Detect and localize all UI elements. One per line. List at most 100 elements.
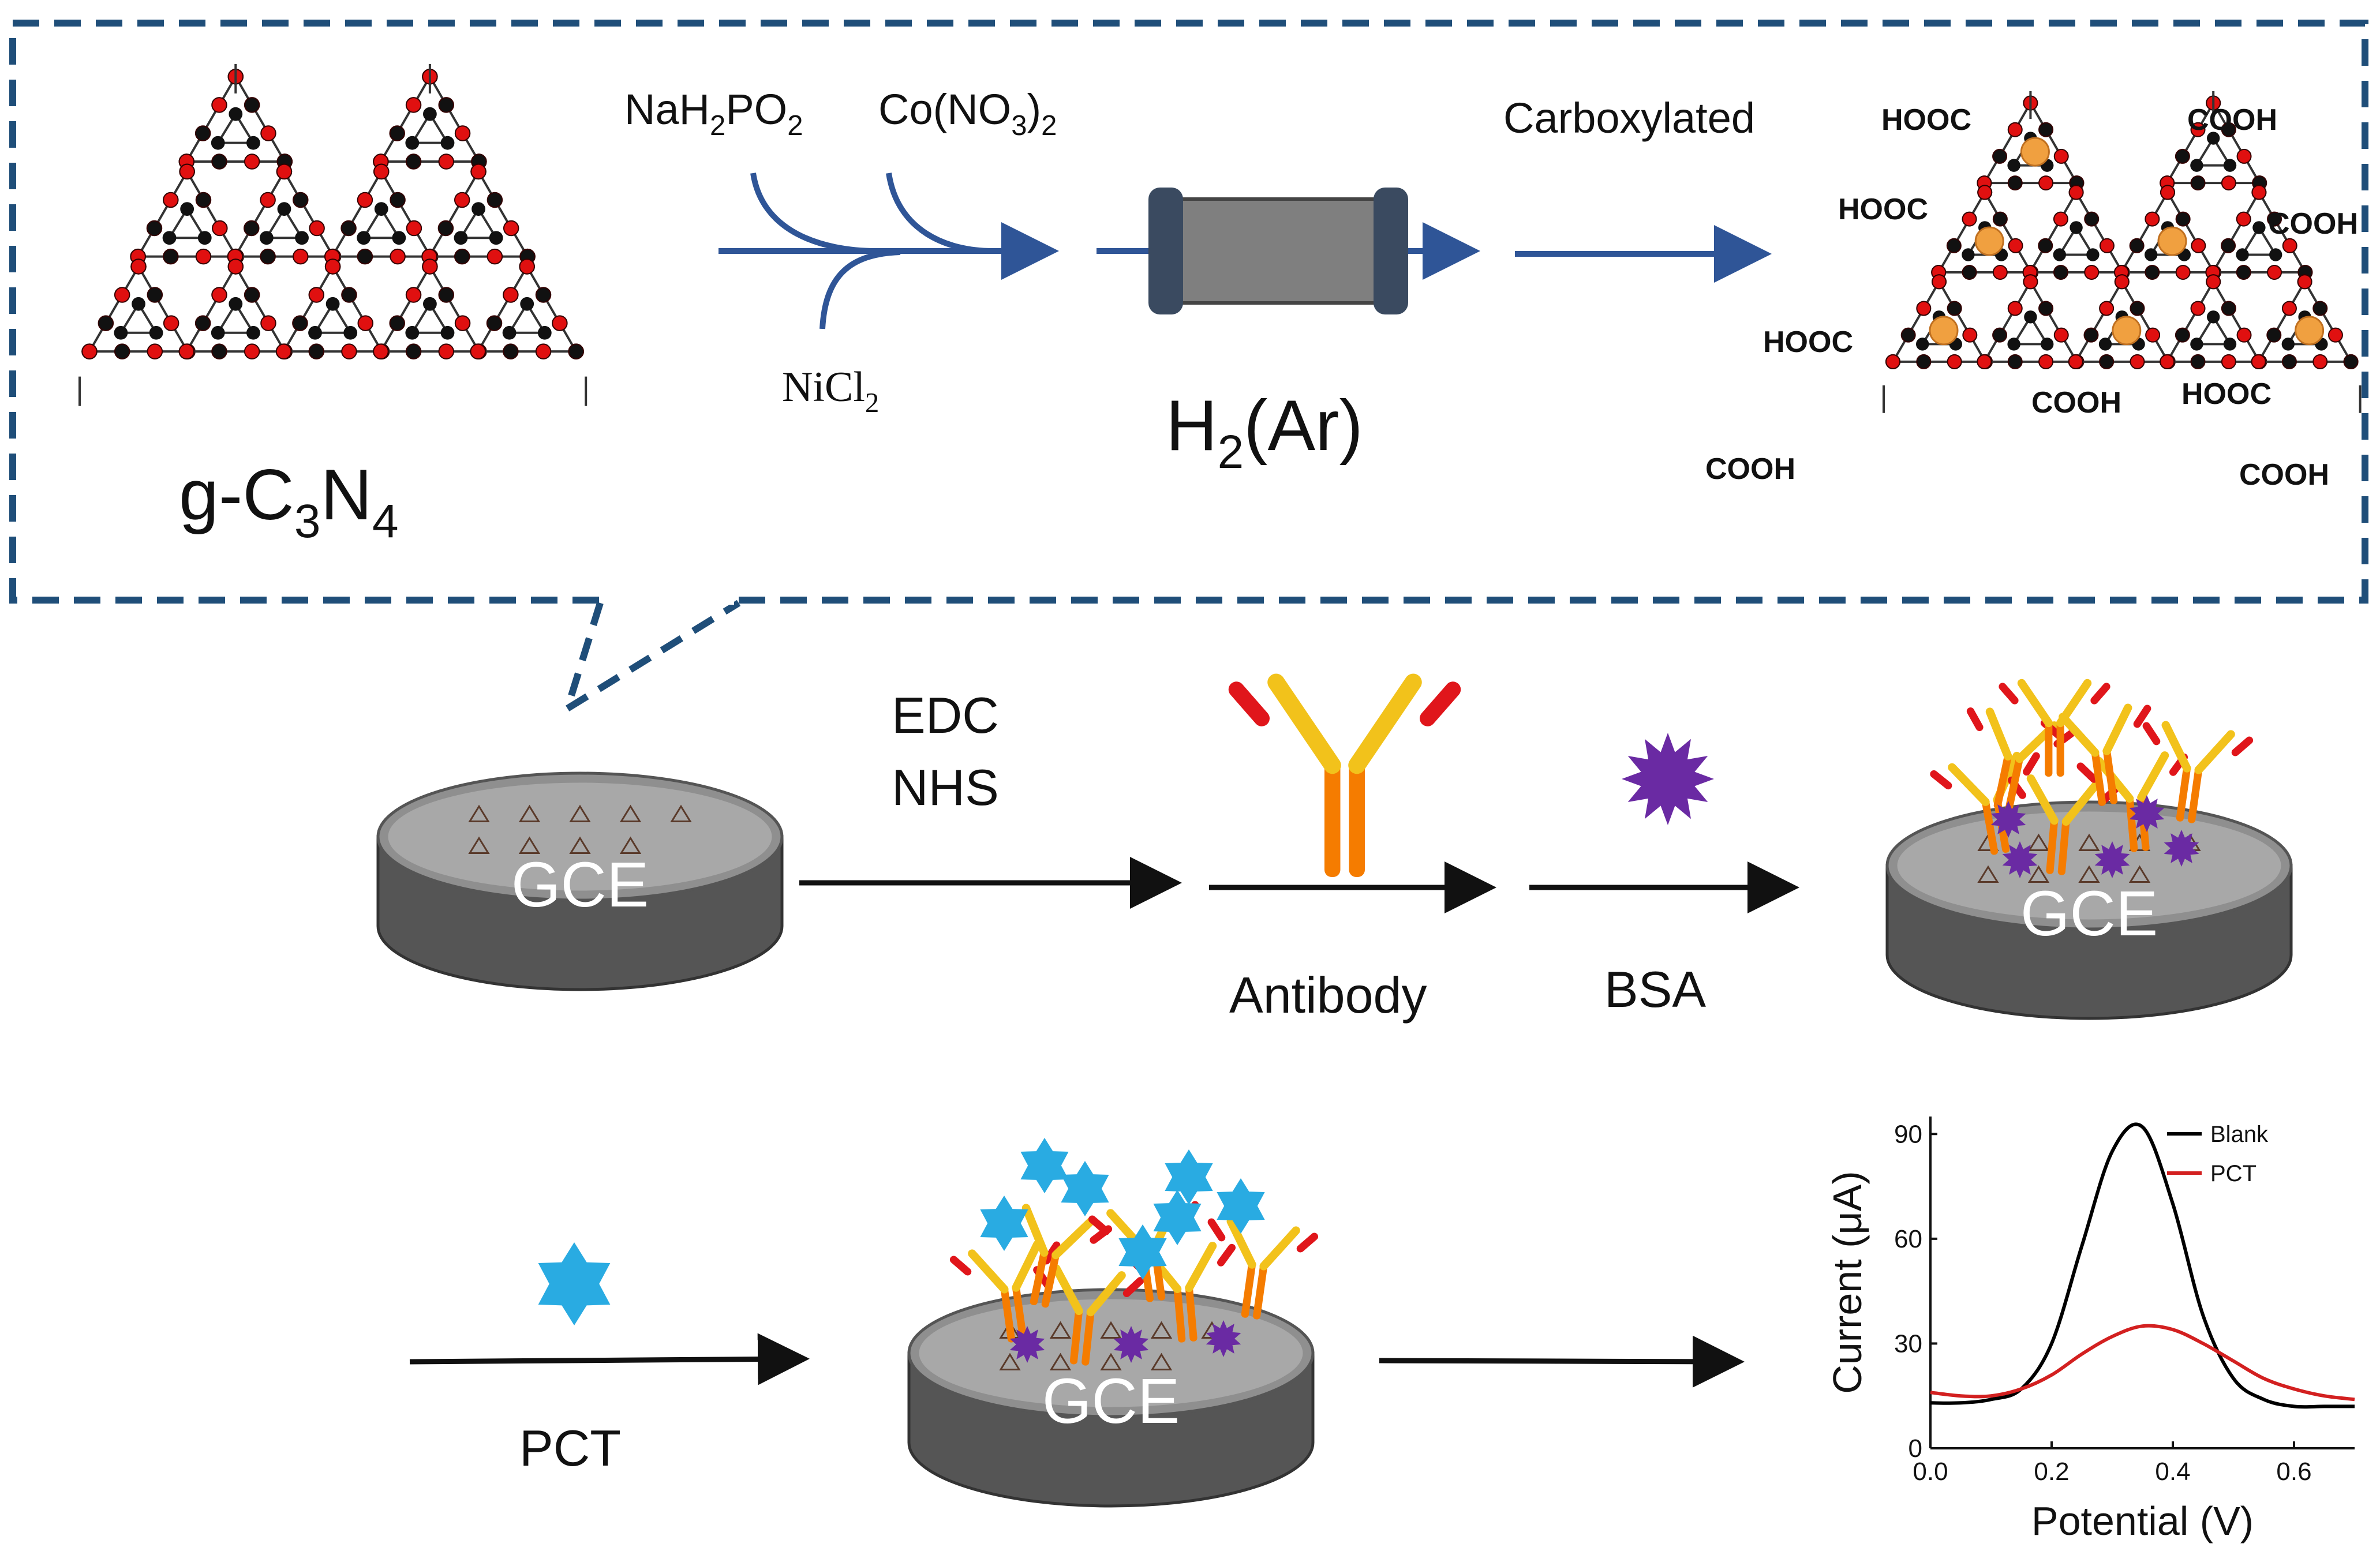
nitrogen-atom xyxy=(293,248,309,265)
antibody xyxy=(2007,774,2119,875)
nitrogen-atom xyxy=(2053,148,2069,164)
nitrogen-atom xyxy=(2114,274,2130,290)
surface-network xyxy=(1100,1321,1122,1339)
y-tick-label: 0 xyxy=(1909,1434,1922,1463)
nitrogen-atom xyxy=(373,163,390,180)
antibody-arm xyxy=(1021,1204,1049,1257)
nitrogen-atom xyxy=(2038,354,2054,369)
antibody-heavy-chain xyxy=(1030,1250,1048,1306)
antibody-arm xyxy=(1948,763,1990,806)
metal-phosphide-particle xyxy=(1974,226,2004,256)
nitrogen-atom xyxy=(2008,238,2023,253)
pct-arrow xyxy=(409,1333,810,1385)
bsa-protein xyxy=(2129,795,2165,832)
antibody-heavy-chain xyxy=(1041,1253,1060,1308)
antibody-arm xyxy=(1052,1264,1083,1316)
surface-network xyxy=(2027,833,2050,851)
carbon-atom xyxy=(293,192,309,208)
carbon-atom xyxy=(2070,221,2083,234)
nitrogen-atom xyxy=(244,343,260,359)
nitrogen-atom xyxy=(1932,274,1947,290)
nitrogen-atom xyxy=(244,153,260,170)
bsa-protein xyxy=(1990,801,2026,838)
antibody-heavy-chain xyxy=(2176,766,2191,822)
carbon-atom xyxy=(211,325,225,340)
pct-label: PCT xyxy=(519,1419,621,1477)
carbon-atom xyxy=(2223,159,2237,172)
x-tick-label: 0.6 xyxy=(2276,1458,2311,1486)
series-line-pct xyxy=(1930,1324,2355,1402)
nitrogen-atom xyxy=(2007,301,2023,316)
carbon-atom xyxy=(244,287,260,303)
carbon-atom xyxy=(537,325,552,340)
surface-network xyxy=(1100,1353,1122,1370)
carbon-atom xyxy=(2038,301,2054,316)
carbon-atom xyxy=(162,231,177,245)
carbon-atom xyxy=(163,248,179,265)
metal-phosphide-particle xyxy=(2112,316,2142,346)
carbon-atom xyxy=(486,315,503,331)
pct-antigen xyxy=(1061,1161,1109,1216)
nitrogen-atom xyxy=(2312,354,2328,369)
pct-antigen xyxy=(980,1196,1028,1251)
surface-network xyxy=(569,804,591,822)
nitrogen-atom xyxy=(2236,211,2251,227)
nitrogen-atom xyxy=(357,192,373,208)
y-tick-label: 60 xyxy=(1894,1225,1922,1253)
carbon-atom xyxy=(1992,327,2008,343)
carboxylated-label: Carboxylated xyxy=(1503,94,1755,142)
antibody-light-chain xyxy=(2231,736,2254,756)
label-part-sub2: 4 xyxy=(372,495,399,548)
x-tick-label: 0.2 xyxy=(2034,1458,2069,1486)
surface-network xyxy=(1150,1353,1173,1370)
antibody-label: Antibody xyxy=(1229,966,1427,1024)
network-bond xyxy=(379,264,481,353)
network-bond xyxy=(2074,279,2171,363)
carbon-atom xyxy=(357,231,371,245)
antibody-light-chain xyxy=(1122,1277,1144,1298)
x-tick-label: 0.0 xyxy=(1913,1458,1948,1486)
antibody-arm xyxy=(2061,780,2101,826)
carbon-atom xyxy=(2024,310,2037,324)
network-bond xyxy=(233,169,335,258)
carbon-atom xyxy=(489,231,503,245)
network-bond xyxy=(118,301,159,334)
surface-network xyxy=(2128,865,2151,883)
detection-arrow xyxy=(1379,1335,1745,1388)
antibody-arm xyxy=(1226,1217,1256,1269)
gce-electrode-pct-bound: GCE xyxy=(907,1138,1319,1508)
carbon-atom xyxy=(437,220,454,237)
nitrogen-atom xyxy=(373,343,389,359)
antibody-heavy-chain xyxy=(1993,754,2012,810)
antibody-heavy-chain xyxy=(1982,800,1999,855)
carbon-atom xyxy=(2007,354,2023,369)
network-bond xyxy=(2240,225,2278,256)
antibody-heavy-chain xyxy=(1082,1310,1095,1366)
nitrogen-atom xyxy=(179,163,195,180)
carbon-atom xyxy=(2007,175,2023,191)
surface-network xyxy=(569,836,591,854)
pct-antigen xyxy=(1020,1138,1069,1193)
antibody-light-chain xyxy=(2142,722,2161,745)
carbon-atom xyxy=(405,136,420,150)
nitrogen-atom xyxy=(454,192,470,208)
antibody xyxy=(2040,703,2151,806)
nitrogen-atom xyxy=(308,287,325,303)
antibody-arm xyxy=(1267,673,1341,774)
network-bond xyxy=(2057,225,2095,256)
network-bond xyxy=(87,264,190,353)
nitrogen-atom xyxy=(2221,354,2236,369)
cooh-group-label: COOH xyxy=(1705,452,1795,486)
network-bond xyxy=(410,111,450,144)
carbon-atom xyxy=(2236,264,2251,280)
network-bond xyxy=(330,169,433,258)
cooh-group-label: COOH xyxy=(2187,103,2277,137)
network-bond xyxy=(184,264,287,353)
carbon-atom xyxy=(357,248,373,265)
nitrogen-atom xyxy=(1885,354,1900,369)
nhs-label: NHS xyxy=(892,759,999,816)
antibody-light-chain xyxy=(1966,707,1984,732)
carbon-atom xyxy=(229,297,243,311)
pct-antigen xyxy=(538,1242,611,1325)
carbon-atom xyxy=(2129,238,2145,253)
